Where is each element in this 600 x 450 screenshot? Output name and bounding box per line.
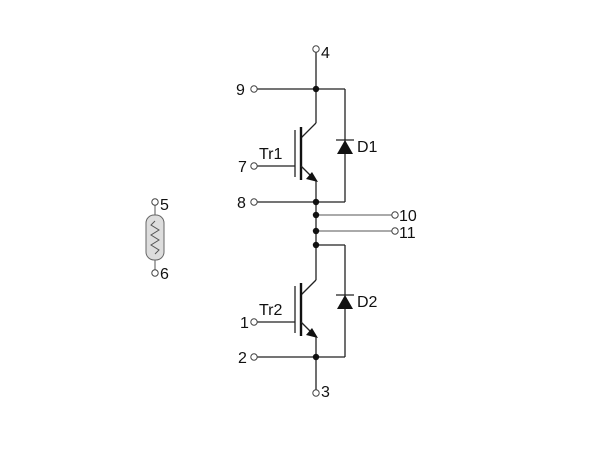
- pin-label-4: 4: [321, 45, 330, 62]
- terminal-7: [250, 162, 258, 170]
- terminal-9: [250, 85, 258, 93]
- tr1-collector-diag: [300, 122, 317, 139]
- d2-diode-symbol: [337, 295, 353, 309]
- terminal-4: [312, 45, 320, 53]
- junction-dot: [312, 198, 320, 206]
- pin-label-3: 3: [321, 384, 330, 401]
- terminal-2: [250, 353, 258, 361]
- pin-label-6: 6: [160, 266, 169, 283]
- pin-label-9: 9: [236, 82, 245, 99]
- junction-dot: [312, 211, 320, 219]
- terminal-1: [250, 318, 258, 326]
- pin-label-7: 7: [238, 159, 247, 176]
- thermistor-zigzag: [150, 220, 160, 255]
- tr2-emitter-arrow: [306, 328, 318, 338]
- pin-label-2: 2: [238, 350, 247, 367]
- junction-dot: [312, 85, 320, 93]
- terminal-8: [250, 198, 258, 206]
- terminal-3: [312, 389, 320, 397]
- pin-label-10: 10: [399, 208, 417, 225]
- pin-label-5: 5: [160, 197, 169, 214]
- terminal-10: [391, 211, 399, 219]
- pin-label-8: 8: [237, 195, 246, 212]
- tr2-collector-diag: [300, 279, 317, 296]
- component-label-d1: D1: [357, 139, 378, 156]
- terminal-5: [151, 198, 159, 206]
- terminal-11: [391, 227, 399, 235]
- tr1-emitter-arrow: [306, 172, 318, 182]
- pin-label-1: 1: [240, 315, 249, 332]
- d1-diode-symbol: [337, 140, 353, 154]
- junction-dot: [312, 241, 320, 249]
- junction-dot: [312, 353, 320, 361]
- junction-dot: [312, 227, 320, 235]
- terminal-6: [151, 269, 159, 277]
- component-label-d2: D2: [357, 294, 378, 311]
- component-label-tr2: Tr2: [259, 302, 283, 319]
- pin-label-11: 11: [399, 225, 416, 242]
- component-label-tr1: Tr1: [259, 146, 283, 163]
